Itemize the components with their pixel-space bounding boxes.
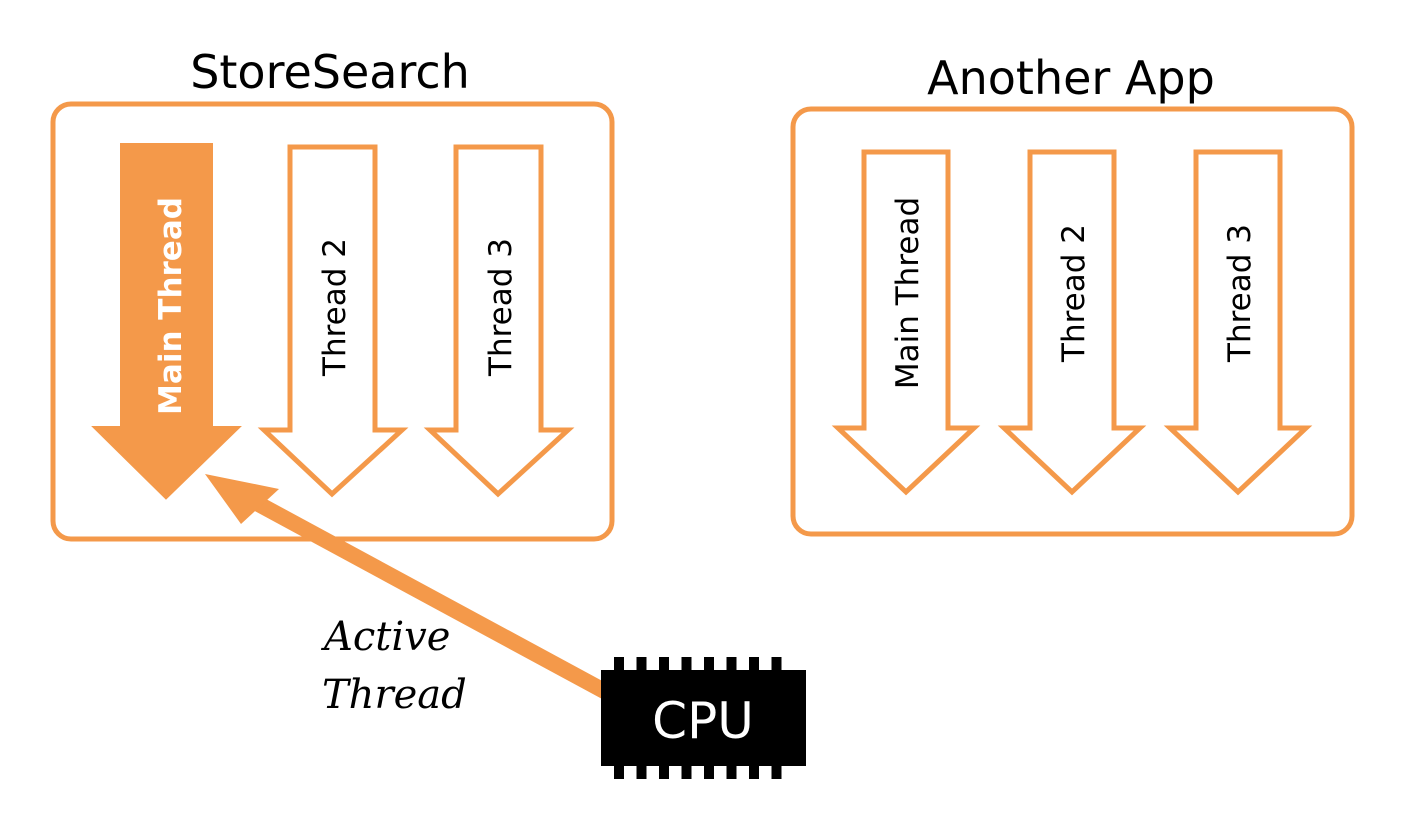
cpu-pins-top xyxy=(614,657,782,671)
cpu-pin xyxy=(771,657,782,671)
active-thread-label-line2: Thread xyxy=(322,672,467,718)
thread-arrow-main: Main Thread xyxy=(831,149,981,496)
thread-label-main: Main Thread xyxy=(153,197,189,415)
cpu-chip: CPU xyxy=(601,657,806,779)
cpu-pin xyxy=(771,765,782,779)
cpu-chip-body xyxy=(601,670,806,766)
thread-arrow-2: Thread 2 xyxy=(257,144,409,498)
cpu-label: CPU xyxy=(652,692,754,750)
cpu-pin xyxy=(704,657,714,671)
cpu-pin xyxy=(749,657,759,671)
app-title-storesearch: StoreSearch xyxy=(190,45,470,99)
thread-label-2: Thread 2 xyxy=(317,238,353,377)
cpu-pins-bottom xyxy=(614,765,782,779)
cpu-pin xyxy=(726,765,737,779)
cpu-pin xyxy=(636,657,647,671)
cpu-pin xyxy=(659,765,669,779)
app-container-another-app xyxy=(790,106,1355,537)
thread-label-3: Thread 3 xyxy=(1222,224,1258,363)
active-thread-label-line1: Active xyxy=(320,614,450,660)
app-title-another-app: Another App xyxy=(927,51,1215,105)
cpu-pin xyxy=(749,765,759,779)
cpu-pin xyxy=(681,657,692,671)
thread-label-main: Main Thread xyxy=(890,197,926,389)
cpu-pin xyxy=(681,765,692,779)
thread-arrow-3: Thread 3 xyxy=(423,144,575,498)
active-thread-pointer-arrow xyxy=(205,474,634,713)
cpu-pin xyxy=(726,657,737,671)
cpu-pin xyxy=(636,765,647,779)
app-storesearch: StoreSearch Main Thread Thread 2 Thread … xyxy=(50,45,615,542)
active-thread-label: Active Thread xyxy=(320,614,467,718)
cpu-pin xyxy=(659,657,669,671)
cpu-pin xyxy=(614,657,624,671)
app-another-app: Another App Main Thread Thread 2 Thread … xyxy=(790,51,1355,537)
thread-label-3: Thread 3 xyxy=(483,238,519,377)
thread-arrow-3: Thread 3 xyxy=(1163,149,1313,496)
cpu-pin xyxy=(614,765,624,779)
thread-label-2: Thread 2 xyxy=(1056,224,1092,363)
thread-arrow-2: Thread 2 xyxy=(997,149,1147,496)
cpu-pin xyxy=(704,765,714,779)
thread-arrow-main-active: Main Thread xyxy=(91,143,242,500)
